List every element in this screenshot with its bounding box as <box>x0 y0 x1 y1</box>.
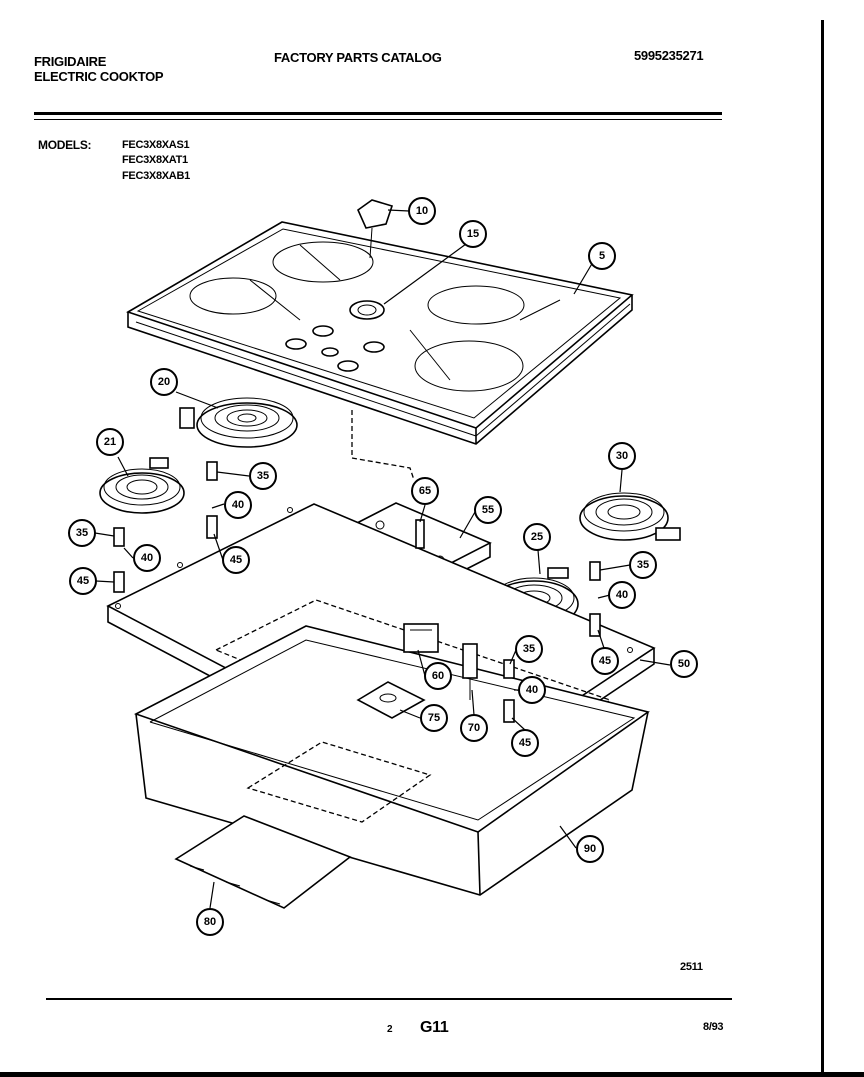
revision-date: 8/93 <box>703 1021 724 1033</box>
callout: 60 <box>424 662 452 690</box>
catalog-number: 5995235271 <box>634 48 704 63</box>
models-label: MODELS: <box>38 138 92 152</box>
svg-text:45: 45 <box>599 655 611 667</box>
svg-text:40: 40 <box>616 589 628 601</box>
callout: 55 <box>474 496 502 524</box>
svg-text:5: 5 <box>599 250 605 262</box>
page-edge <box>821 20 824 1072</box>
svg-text:20: 20 <box>158 376 170 388</box>
callout: 75 <box>420 704 448 732</box>
model-item: FEC3X8XAS1 <box>122 139 190 151</box>
svg-text:45: 45 <box>230 554 242 566</box>
svg-text:15: 15 <box>467 228 479 240</box>
callout: 45 <box>69 567 97 595</box>
svg-text:35: 35 <box>257 470 269 482</box>
leader-lines <box>94 209 671 909</box>
access-cover <box>174 815 352 909</box>
model-item: FEC3X8XAB1 <box>122 170 190 182</box>
svg-text:45: 45 <box>77 575 89 587</box>
callout: 35 <box>629 551 657 579</box>
callout: 40 <box>608 581 636 609</box>
svg-text:80: 80 <box>204 916 216 928</box>
callout: 5 <box>588 242 616 270</box>
svg-text:75: 75 <box>428 712 440 724</box>
callout: 45 <box>222 546 250 574</box>
model-item: FEC3X8XAT1 <box>122 154 188 166</box>
callout: 40 <box>224 491 252 519</box>
infinite-switch <box>462 643 478 700</box>
page-number: 2 <box>387 1024 393 1035</box>
callout: 35 <box>249 462 277 490</box>
receptacle <box>403 623 439 653</box>
callout: 35 <box>515 635 543 663</box>
svg-text:35: 35 <box>637 559 649 571</box>
header-rule <box>34 112 722 115</box>
svg-text:65: 65 <box>419 485 431 497</box>
callout: 40 <box>518 676 546 704</box>
callout: 20 <box>150 368 178 396</box>
svg-text:55: 55 <box>482 504 494 516</box>
cooktop-glass-top <box>126 221 634 445</box>
svg-text:45: 45 <box>519 737 531 749</box>
mounting-bracket <box>356 681 426 719</box>
callout: 25 <box>523 523 551 551</box>
svg-text:70: 70 <box>468 722 480 734</box>
drawing-number: 2511 <box>680 961 703 973</box>
svg-text:30: 30 <box>616 450 628 462</box>
svg-text:40: 40 <box>526 684 538 696</box>
surface-element-21 <box>99 457 185 514</box>
footer-rule <box>46 998 732 1000</box>
svg-text:35: 35 <box>523 643 535 655</box>
callout: 90 <box>576 835 604 863</box>
callout: 50 <box>670 650 698 678</box>
svg-text:21: 21 <box>104 436 116 448</box>
callout: 45 <box>511 729 539 757</box>
svg-text:35: 35 <box>76 527 88 539</box>
svg-text:50: 50 <box>678 658 690 670</box>
callout: 10 <box>408 197 436 225</box>
svg-text:40: 40 <box>141 552 153 564</box>
control-knob <box>357 199 394 259</box>
svg-text:40: 40 <box>232 499 244 511</box>
spacer-spring <box>113 461 601 723</box>
catalog-title: FACTORY PARTS CATALOG <box>274 50 442 65</box>
callout: 35 <box>68 519 96 547</box>
page-bottom-edge <box>0 1072 864 1077</box>
section-code: G11 <box>420 1019 449 1036</box>
svg-text:25: 25 <box>531 531 543 543</box>
surface-element-20 <box>179 397 298 448</box>
callout: 40 <box>133 544 161 572</box>
brand-name: FRIGIDAIRE <box>34 54 107 69</box>
callout: 80 <box>196 908 224 936</box>
svg-text:90: 90 <box>584 843 596 855</box>
cabinet-box <box>133 410 650 896</box>
callout: 21 <box>96 428 124 456</box>
product-name: ELECTRIC COOKTOP <box>34 69 164 84</box>
surface-element-30 <box>579 492 681 541</box>
svg-text:10: 10 <box>416 205 428 217</box>
svg-text:60: 60 <box>432 670 444 682</box>
callout: 45 <box>591 647 619 675</box>
callout: 15 <box>459 220 487 248</box>
header-rule-thin <box>34 119 722 120</box>
callout: 70 <box>460 714 488 742</box>
callout: 30 <box>608 442 636 470</box>
callout: 65 <box>411 477 439 505</box>
